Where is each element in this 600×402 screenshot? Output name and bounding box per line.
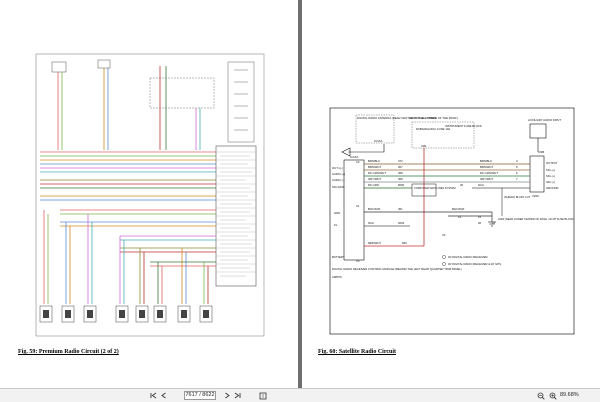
zoom-out-button[interactable] — [536, 391, 545, 400]
fuse-block-label: INSTRUMENT FUSE BLOCK — [445, 124, 482, 128]
figure-number: A08676 — [332, 275, 342, 279]
usb-label: USB — [538, 150, 544, 154]
page-right: DIGITAL RADIO ANTENNA (REAR CENTER OF TH… — [302, 0, 600, 388]
legend-1: W/ DIGITAL RADIO RECEIVER — [448, 255, 487, 259]
kl-wire-label: NCA — [368, 221, 374, 225]
pin-20: 20 — [478, 221, 482, 225]
right-gnd-wire-label: BLK/WHT — [452, 207, 465, 211]
audio-pos-label: AUDIO (+) — [332, 172, 345, 176]
x4-label: X4 — [442, 233, 446, 237]
satellite-radio-wiring-diagram: DIGITAL RADIO ANTENNA (REAR CENTER OF TH… — [329, 107, 575, 335]
shield-label: (SHIELD) BLUNT CUT — [504, 195, 531, 199]
sig2-label: SIG (+) — [546, 174, 555, 178]
gnd-label: GND — [334, 211, 340, 215]
wire-num-5060: 5060 — [398, 183, 405, 187]
csds-label: COMPUTER DATA LINES SYSTEM — [414, 186, 456, 190]
wire-label-2: BRN/WHT — [368, 165, 381, 169]
wire-num-369: 369 — [398, 177, 403, 181]
kl-wire-num: 2063 — [398, 221, 405, 225]
zoom-in-button[interactable] — [548, 391, 557, 400]
x230-label: X230 — [532, 194, 539, 198]
pin-4: 4 — [516, 159, 518, 163]
module-label: DIGITAL RADIO RECEIVER CONTROL MODULE (B… — [332, 267, 462, 271]
pin-6: 6 — [516, 171, 518, 175]
kl-label: KL — [334, 223, 338, 227]
wire-label-3: DK GRN/WHT — [368, 171, 386, 175]
out-l-label: OUT L(-) — [332, 166, 343, 170]
gnd-wire-num: 451 — [398, 207, 403, 211]
first-page-icon — [150, 392, 156, 399]
pin-5: 5 — [516, 165, 518, 169]
document-viewport[interactable]: Fig. 59: Premium Radio Circuit (2 of 2) … — [0, 0, 600, 388]
next-page-button[interactable] — [223, 391, 231, 400]
wire-label-4: GRY/WHT — [368, 177, 381, 181]
prev-page-button[interactable] — [159, 391, 167, 400]
x2-label: X2 — [356, 160, 360, 164]
antenna-label: DIGITAL RADIO ANTENNA (REAR CENTER OF TH… — [357, 116, 458, 120]
zoom-level: 89.68% — [560, 392, 579, 398]
wire-num-372: 372 — [398, 159, 403, 163]
x1-label: X1 — [356, 204, 360, 208]
right-wire-label-2: BRN/WHT — [480, 165, 493, 169]
right-wire-nca: NCA — [478, 183, 484, 187]
coax-left-label: COAX — [350, 155, 359, 159]
fit-page-icon — [259, 392, 267, 399]
pin-15: 15 — [478, 215, 482, 219]
right-wire-label-3: DK GRN/WHT — [480, 171, 498, 175]
first-page-button[interactable] — [149, 391, 157, 400]
figure-caption: Fig. 60: Satellite Radio Circuit — [318, 349, 397, 355]
pin-14: 14 — [458, 215, 462, 219]
wire-label-1: BRN/BLK — [368, 159, 380, 163]
batt-wire-num: 840 — [402, 241, 407, 245]
sig3-label: SIG (+) — [546, 180, 555, 184]
x3-label: X3 — [356, 259, 360, 263]
legend-marker-1 — [442, 255, 446, 259]
legend-2: W/ DIGITAL RADIO RECEIVER & W/ GPS — [448, 262, 501, 266]
page-number-input[interactable]: 7617 / 8622 — [184, 391, 216, 400]
output-label: OUTPUT — [546, 161, 558, 165]
ground-label: GROUND — [546, 186, 558, 190]
figure-caption: Fig. 59: Premium Radio Circuit (2 of 2) — [18, 349, 119, 355]
fit-page-button[interactable] — [258, 391, 268, 400]
page-left: Fig. 59: Premium Radio Circuit (2 of 2) — [0, 0, 298, 388]
wire-num-367: 367 — [398, 165, 403, 169]
prev-page-icon — [160, 392, 166, 399]
right-wire-label-1: BRN/BLK — [480, 159, 492, 163]
coax-top-label: COAX — [374, 139, 383, 143]
hot-label: HOT AT ALL TIMES — [410, 116, 436, 120]
aux-label: AUXILIARY AUDIO INPUT — [528, 118, 561, 122]
battery-label: BATTERY — [332, 255, 345, 259]
zoom-in-icon — [549, 392, 557, 400]
pin-7: 7 — [516, 177, 518, 181]
pin-26: 26 — [460, 183, 464, 187]
last-page-icon — [234, 392, 240, 399]
gnd-wire-label: BLK/WHT — [368, 207, 381, 211]
last-page-button[interactable] — [233, 391, 241, 400]
fuse-label: RVBAMAG/DLC FUSE 10A — [416, 127, 450, 131]
right-wire-label-4: GRY/WHT — [480, 177, 493, 181]
next-page-icon — [224, 392, 230, 399]
audio-neg-label: AUDIO (-) — [332, 178, 344, 182]
zoom-out-icon — [537, 392, 545, 400]
wire-num-368: 368 — [398, 171, 403, 175]
sig-data-label: SIG DATA — [332, 185, 345, 189]
legend-marker-2 — [442, 262, 446, 266]
g303-label: G303 (NEAR LOWER CENTER OF DASH, ON I/P … — [498, 217, 574, 221]
premium-radio-wiring-diagram — [35, 53, 265, 337]
sig1-label: SIG (+) — [546, 168, 555, 172]
viewer-toolbar: 7617 / 8622 89.68% — [0, 388, 600, 402]
x2e-label: X2E — [421, 144, 426, 148]
wire-label-5: DK GRN — [368, 183, 379, 187]
pin-21: 21 — [492, 221, 496, 225]
batt-wire-label: RED/WHT — [368, 241, 381, 245]
